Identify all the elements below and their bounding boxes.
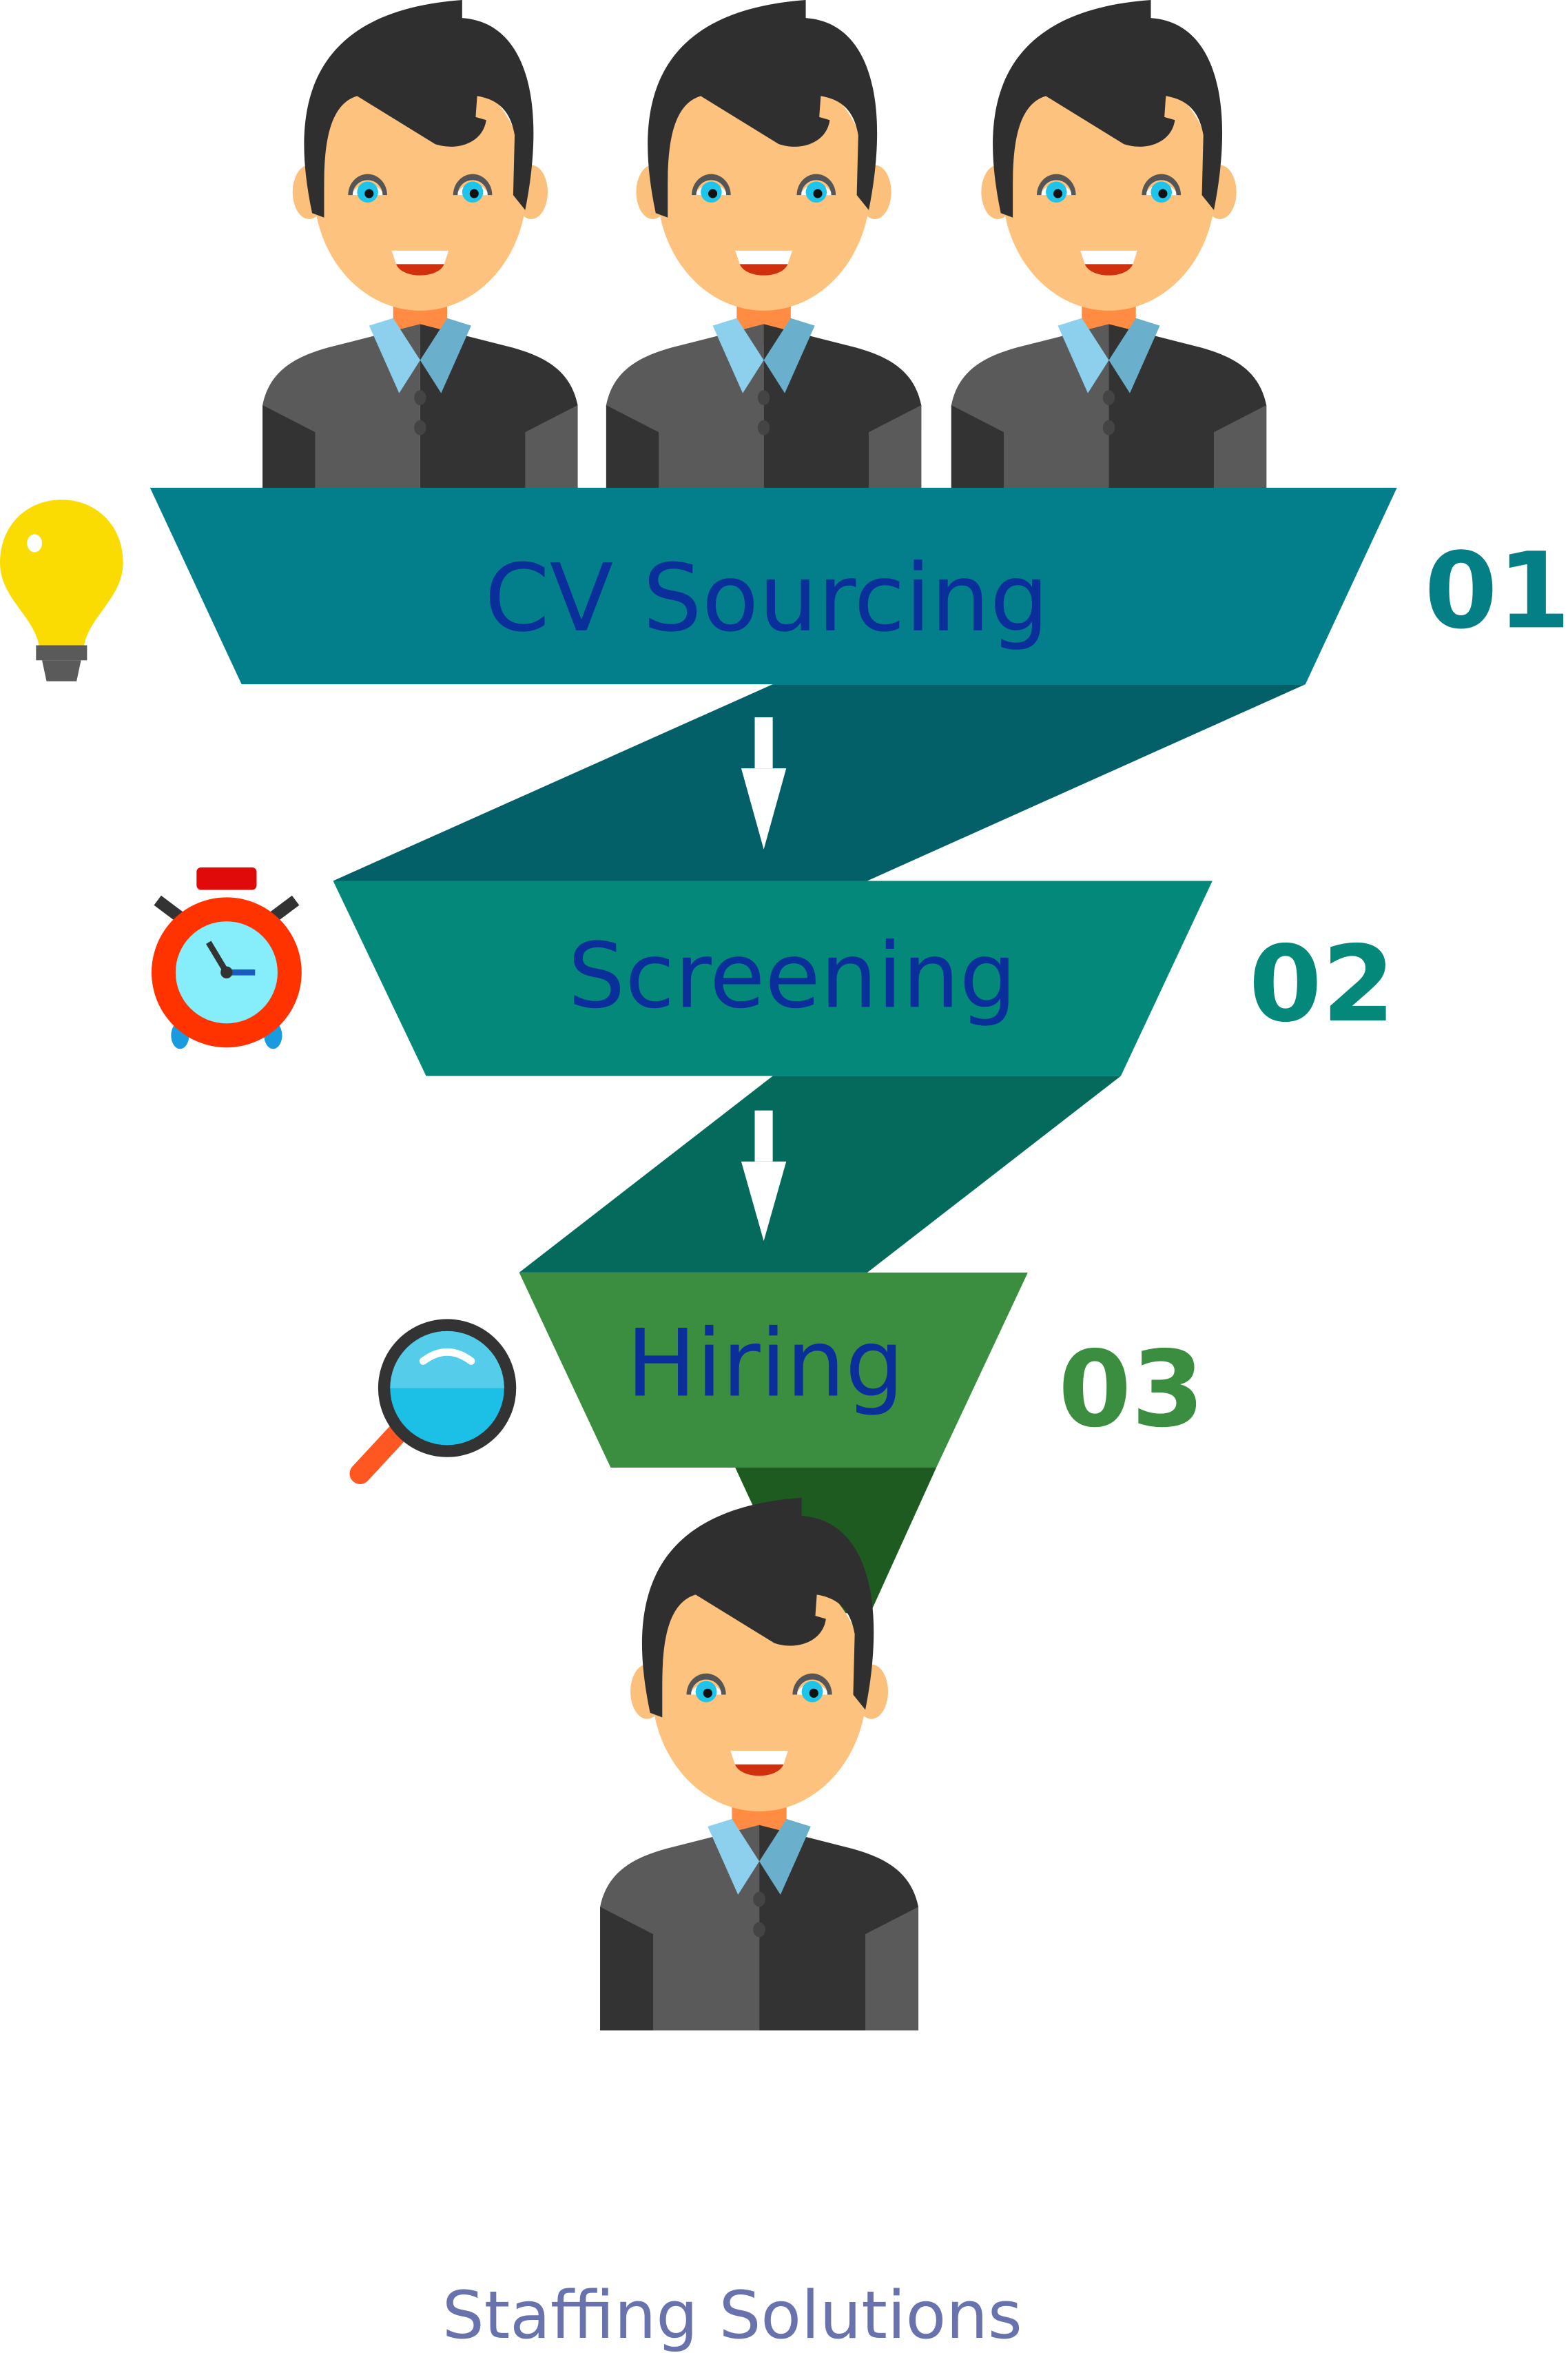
candidate-avatar-3 [951,0,1267,541]
funnel-stage-screening [333,881,1213,1076]
funnel-stage-cv-sourcing [149,487,1397,685]
footer-title: Staffing Solutions [442,2277,1022,2353]
funnel-connector-1 [333,684,1306,881]
stage-label-hiring: Hiring [626,1309,904,1417]
candidate-avatar-1 [262,0,578,541]
stage-label-screening: Screening [568,923,1016,1028]
stage-number-02: 02 [1249,923,1395,1045]
lightbulb-icon [0,500,123,681]
funnel-stage-hiring [519,1272,1028,1468]
arrow-down-icon [741,1110,787,1242]
stage-label-cv-sourcing: CV Sourcing [484,544,1049,653]
stage-number-01: 01 [1425,529,1568,652]
magnifier-icon [349,1319,517,1484]
arrow-down-icon [741,717,787,850]
candidate-avatar-2 [606,0,922,541]
funnel-connector-2 [519,1076,1121,1273]
stage-number-03: 03 [1058,1328,1204,1450]
alarm-clock-icon [152,867,302,1049]
